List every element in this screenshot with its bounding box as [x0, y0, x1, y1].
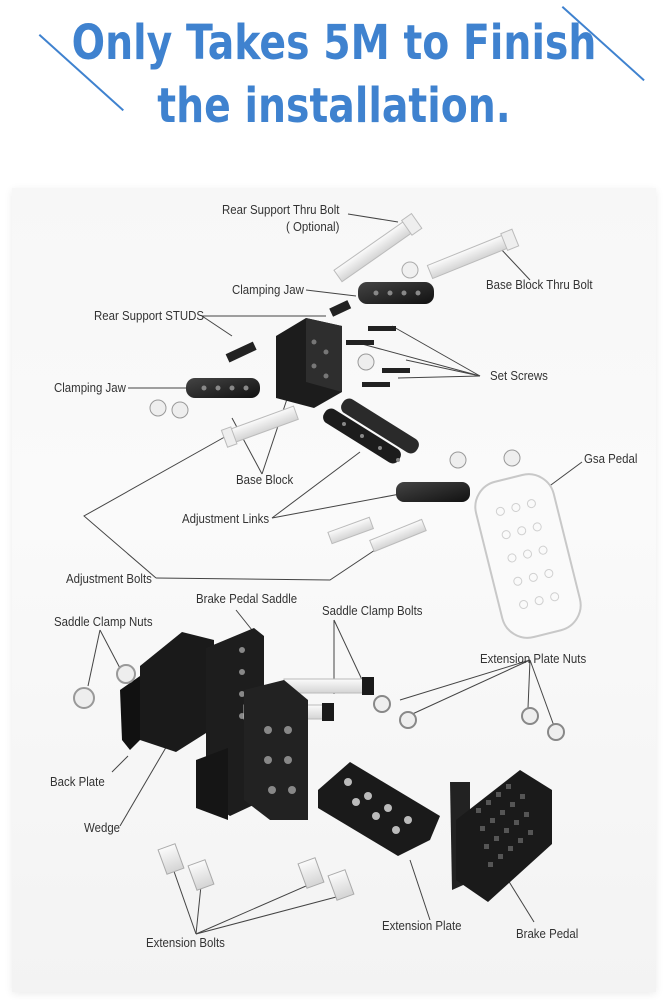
brake-pedal [450, 770, 552, 902]
rear-support-stud [225, 341, 257, 363]
extension-bolts [157, 843, 355, 901]
label-brake-pedal: Brake Pedal [516, 926, 579, 941]
label-brake-pedal-saddle: Brake Pedal Saddle [196, 591, 298, 606]
clamping-jaw-top [358, 282, 434, 304]
jaw-nut [171, 401, 189, 419]
saddle-clamp-nut [116, 664, 136, 684]
rear-support-stud [329, 300, 352, 317]
nut-top [401, 261, 419, 279]
back-plate [120, 632, 214, 752]
base-block-thru-bolt [426, 228, 520, 280]
saddle-clamp-nut [73, 687, 95, 709]
label-rear-support-thru-bolt: Rear Support Thru Bolt [222, 202, 340, 217]
label-extension-plate-nuts: Extension Plate Nuts [480, 651, 587, 666]
label-saddle-clamp-bolts: Saddle Clamp Bolts [322, 603, 423, 618]
saddle-mount-plate [244, 680, 308, 820]
wedge [196, 748, 228, 820]
jaw-nut [149, 399, 167, 417]
link-nut [503, 449, 521, 467]
label-set-screws: Set Screws [490, 368, 548, 383]
label-saddle-clamp-nuts: Saddle Clamp Nuts [54, 614, 153, 629]
label-extension-plate: Extension Plate [382, 918, 462, 933]
link-nut [449, 451, 467, 469]
adjustment-block [396, 482, 470, 502]
adjustment-bolt-lower-2 [369, 518, 427, 553]
adjustment-links [323, 398, 419, 464]
label-base-block-thru-bolt: Base Block Thru Bolt [486, 277, 593, 292]
extension-plate [318, 762, 440, 856]
label-back-plate: Back Plate [50, 774, 105, 789]
label-adjustment-bolts: Adjustment Bolts [66, 571, 152, 586]
label-optional: ( Optional) [286, 219, 340, 234]
adjustment-bolt-lower-1 [327, 516, 375, 545]
set-screws [346, 326, 410, 387]
rear-support-thru-bolt [333, 212, 423, 283]
label-wedge: Wedge [84, 820, 121, 835]
gsa-pedal [474, 473, 582, 639]
adjustment-bolt-upper [220, 405, 299, 448]
set-screw-nut [357, 353, 375, 371]
headline-line-2: the installation. [157, 78, 511, 134]
label-rear-support-studs: Rear Support STUDS [94, 308, 204, 323]
label-clamping-jaw-top: Clamping Jaw [232, 282, 304, 297]
headline-line-1: Only Takes 5M to Finish [71, 15, 597, 71]
label-clamping-jaw-left: Clamping Jaw [54, 380, 126, 395]
clamping-jaw-left [186, 378, 260, 398]
label-gsa-pedal: Gsa Pedal [584, 451, 638, 466]
label-adjustment-links: Adjustment Links [182, 511, 270, 526]
base-block [276, 318, 342, 408]
label-extension-bolts: Extension Bolts [146, 935, 225, 950]
leader-lines [83, 213, 583, 935]
extension-plate-nuts [373, 695, 565, 741]
label-base-block: Base Block [236, 472, 294, 487]
